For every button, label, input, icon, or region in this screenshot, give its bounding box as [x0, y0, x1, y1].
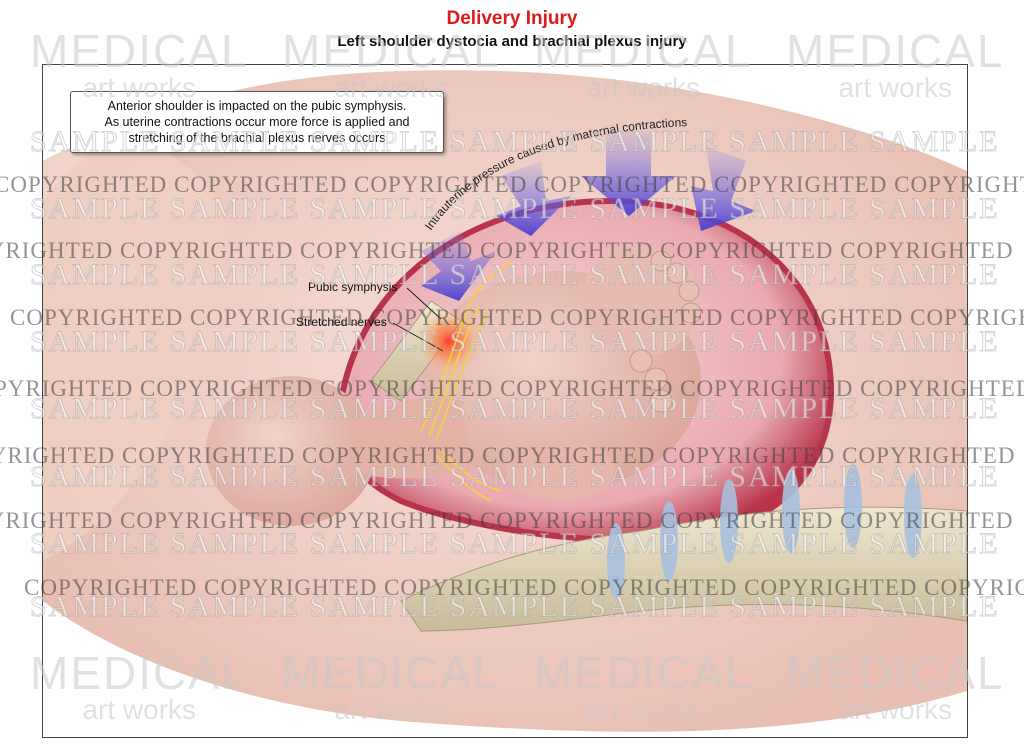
pressure-arrow: [581, 131, 676, 216]
fetus-neck: [351, 397, 471, 479]
page-title: Delivery Injury: [446, 8, 578, 29]
spine: [400, 464, 967, 632]
page-subtitle: Left shoulder dystocia and brachial plex…: [337, 33, 687, 50]
label-stretched-nerves: Stretched nerves: [296, 315, 387, 329]
pressure-arrow: [496, 161, 571, 236]
callout-line: Anterior shoulder is impacted on the pub…: [107, 99, 407, 113]
fetus-arm: [506, 441, 616, 501]
label-pubic-symphysis: Pubic symphysis: [308, 280, 398, 294]
pressure-arrow: [691, 146, 756, 231]
leader-pubic-symphysis: [406, 287, 442, 320]
illustration-frame: Intrauterine pressure caused by maternal…: [42, 64, 968, 738]
callout-line: stretching of the brachial plexus nerves…: [128, 131, 386, 145]
injury-glow: [417, 309, 481, 373]
fetus-head: [206, 376, 376, 526]
pressure-arrows: [421, 131, 756, 301]
fetus-foot: [629, 250, 702, 413]
leader-stretched-nerves: [392, 322, 444, 352]
brachial-plexus-nerves: [420, 260, 512, 502]
maternal-leg: [43, 139, 227, 561]
anatomy-illustration: Intrauterine pressure caused by maternal…: [43, 65, 967, 737]
callout-line: As uterine contractions occur more force…: [104, 115, 410, 129]
pressure-arrow: [421, 231, 496, 301]
callout-box: Anterior shoulder is impacted on the pub…: [70, 91, 444, 153]
fetus-leg: [581, 246, 701, 356]
